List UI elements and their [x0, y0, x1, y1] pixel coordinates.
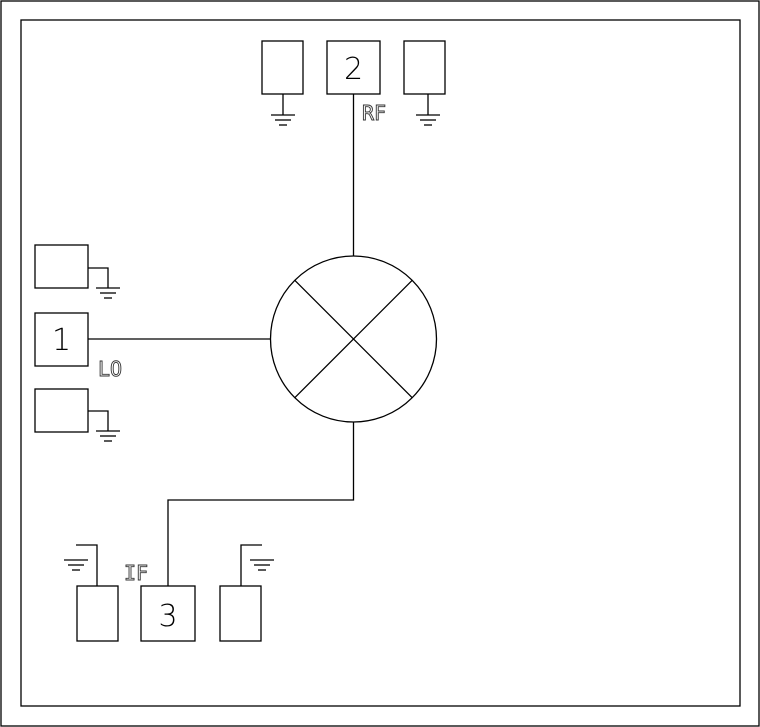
rf-pin-number: 2: [344, 52, 363, 87]
rf-ground-pad-left: [261, 40, 304, 126]
lo-pin-number: 1: [52, 323, 71, 358]
lo-port-label: LO: [98, 357, 122, 381]
rf-ground-pad-right: [403, 40, 446, 126]
rf-port-label: RF: [362, 101, 386, 125]
rf-pad: 2: [326, 40, 381, 95]
inner-frame: [20, 19, 741, 707]
ground-icon: [415, 114, 441, 126]
if-port-label: IF: [124, 561, 148, 585]
lo-ground-pad-top: [34, 244, 121, 299]
lo-ground-pad-bottom: [34, 388, 121, 442]
if-ground-pad-right: [219, 544, 275, 642]
if-pad: 3: [140, 585, 196, 642]
if-pin-number: 3: [158, 599, 177, 634]
if-wire: [167, 422, 355, 586]
if-ground-pad-left: [63, 544, 119, 642]
ground-icon: [63, 559, 89, 571]
mixer-circle-x-icon: [269, 255, 438, 423]
ground-icon: [95, 287, 121, 299]
lo-pad: 1: [34, 312, 89, 367]
ground-icon: [95, 430, 121, 442]
ground-icon: [249, 559, 275, 571]
ground-icon: [270, 114, 296, 126]
